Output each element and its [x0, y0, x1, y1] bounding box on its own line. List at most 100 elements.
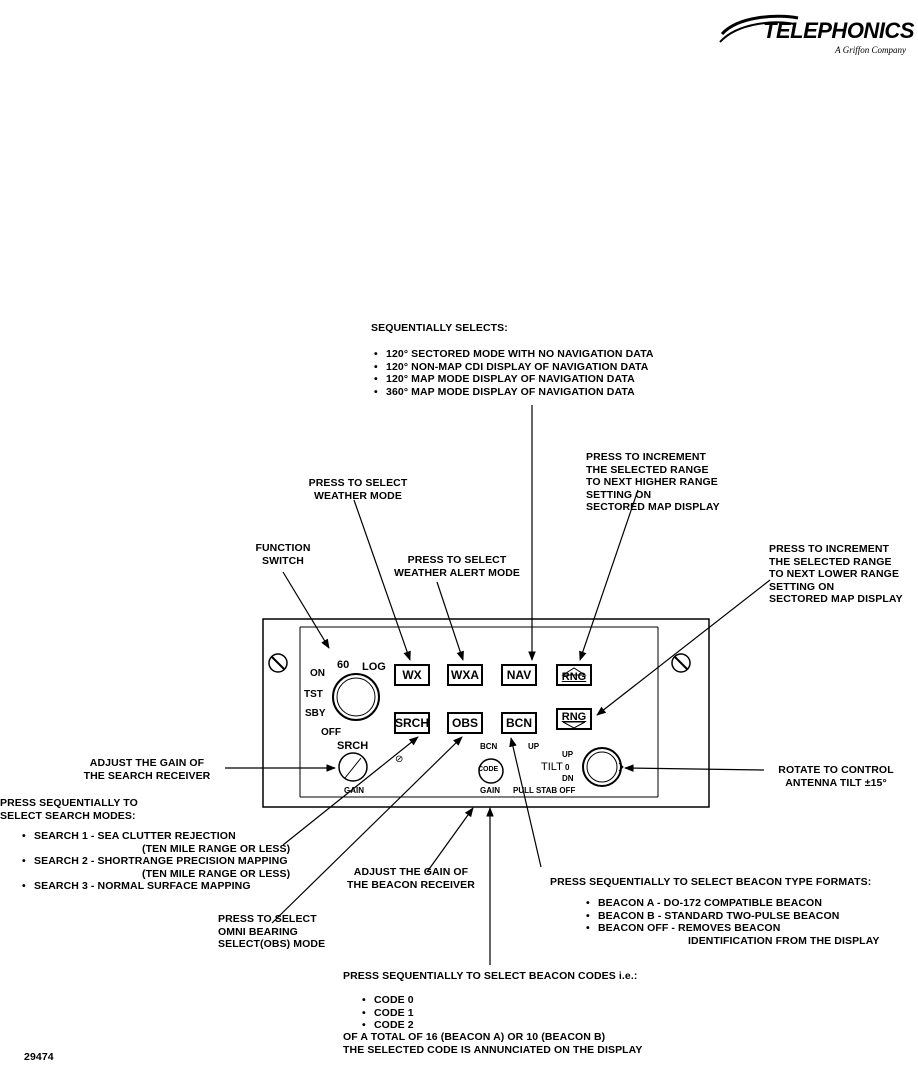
text-line: ADJUST THE GAIN OF	[353, 866, 469, 878]
figure-number: 29474	[24, 1051, 54, 1063]
list-item: CODE 2	[358, 1019, 414, 1032]
text-line: PRESS SEQUENTIALLY TO	[0, 797, 138, 809]
down-triangle-icon	[562, 721, 586, 728]
wxa-button[interactable]: WXA	[447, 664, 483, 686]
list-item: SEARCH 3 - NORMAL SURFACE MAPPING	[18, 880, 290, 893]
logo-name: TELEPHONICS	[763, 18, 914, 43]
list-item: 120° NON-MAP CDI DISPLAY OF NAVIGATION D…	[370, 361, 654, 374]
label-on: ON	[310, 668, 325, 679]
obs-symbol: ⊘	[395, 754, 404, 765]
range-down-button[interactable]: RNG	[556, 708, 592, 730]
beacon-codes-footer: OF A TOTAL OF 16 (BEACON A) OR 10 (BEACO…	[343, 1031, 643, 1056]
left-screw	[268, 653, 288, 673]
leader-rng-up	[579, 489, 639, 661]
text-line: SELECT SEARCH MODES:	[0, 809, 136, 822]
leader-srch	[282, 736, 419, 846]
text-line: SETTING ON	[769, 580, 835, 593]
list-subtext: (TEN MILE RANGE OR LESS)	[142, 842, 291, 855]
beacon-codes-heading: PRESS SEQUENTIALLY TO SELECT BEACON CODE…	[343, 970, 638, 982]
text-line: ROTATE TO CONTROL	[778, 764, 894, 776]
search-modes-heading: PRESS SEQUENTIALLY TO SELECT SEARCH MODE…	[0, 797, 138, 822]
beacon-codes-list: CODE 0 CODE 1 CODE 2	[358, 994, 414, 1032]
beacon-gain-knob[interactable]	[478, 758, 504, 784]
list-item: CODE 1	[358, 1007, 414, 1020]
srch-button[interactable]: SRCH	[394, 712, 430, 734]
text-line: ANTENNA TILT ±15°	[785, 776, 887, 789]
search-modes-list: SEARCH 1 - SEA CLUTTER REJECTION (TEN MI…	[18, 830, 290, 893]
beacon-types-heading: PRESS SEQUENTIALLY TO SELECT BEACON TYPE…	[550, 876, 872, 888]
text-line: THE SELECTED RANGE	[586, 463, 709, 476]
text-line: WEATHER MODE	[314, 489, 402, 502]
label-up: UP	[562, 750, 574, 759]
range-up-label: RNG	[561, 671, 587, 683]
range-up-button[interactable]: RNG	[556, 664, 592, 686]
text-line: PRESS TO SELECT	[218, 913, 317, 925]
list-item: SEARCH 1 - SEA CLUTTER REJECTION	[18, 830, 290, 843]
list-subtext: (TEN MILE RANGE OR LESS)	[142, 867, 291, 880]
label-off: OFF	[321, 727, 341, 738]
label-pull-stab-off: PULL STAB OFF	[513, 786, 576, 795]
beacon-gain-callout: ADJUST THE GAIN OF THE BEACON RECEIVER	[336, 866, 486, 891]
label-tilt: TILT	[541, 761, 563, 773]
text-line: SWITCH	[261, 554, 304, 567]
text-line: OF A TOTAL OF 16 (BEACON A) OR 10 (BEACO…	[343, 1031, 606, 1043]
nav-button[interactable]: NAV	[501, 664, 537, 686]
list-item: BEACON A - DO-172 COMPATIBLE BEACON	[582, 897, 880, 910]
text-line: TO NEXT LOWER RANGE	[769, 568, 900, 580]
label-zero: 0	[565, 763, 570, 772]
text-line: TO NEXT HIGHER RANGE	[586, 476, 718, 488]
list-item: CODE 0	[358, 994, 414, 1007]
text-line: SECTORED MAP DISPLAY	[769, 593, 903, 605]
text-line: WEATHER ALERT MODE	[393, 566, 521, 579]
list-item: BEACON OFF - REMOVES BEACON	[582, 922, 880, 935]
leader-function	[282, 571, 330, 649]
list-item: BEACON B - STANDARD TWO-PULSE BEACON	[582, 910, 880, 923]
label-sby: SBY	[305, 708, 326, 719]
list-item: 360° MAP MODE DISPLAY OF NAVIGATION DATA	[370, 386, 654, 399]
obs-button[interactable]: OBS	[447, 712, 483, 734]
text-line: THE SELECTED CODE IS ANNUNCIATED ON THE …	[343, 1043, 643, 1056]
function-callout: FUNCTION SWITCH	[248, 542, 318, 567]
label-dn: DN	[562, 774, 574, 783]
function-switch-knob[interactable]	[332, 673, 380, 721]
leader-beacon-gain	[426, 807, 474, 873]
sequential-list: 120° SECTORED MODE WITH NO NAVIGATION DA…	[370, 348, 654, 398]
text-line: PRESS TO INCREMENT	[769, 543, 890, 555]
text-line: SETTING ON	[586, 488, 652, 501]
range-down-callout: PRESS TO INCREMENT THE SELECTED RANGE TO…	[769, 543, 903, 606]
leader-wxa	[436, 581, 464, 661]
tilt-knob[interactable]	[582, 747, 624, 787]
search-gain-knob[interactable]	[338, 752, 368, 782]
bcn-button[interactable]: BCN	[501, 712, 537, 734]
text-line: OMNI BEARING	[218, 925, 298, 938]
leader-obs	[271, 736, 463, 924]
search-gain-callout: ADJUST THE GAIN OF THE SEARCH RECEIVER	[70, 757, 224, 782]
label-bcn: BCN	[480, 742, 498, 751]
wxa-callout: PRESS TO SELECT WEATHER ALERT MODE	[384, 554, 530, 579]
telephonics-logo: TELEPHONICS A Griffon Company	[718, 12, 914, 58]
text-line: THE SELECTED RANGE	[769, 555, 892, 568]
label-tst: TST	[304, 689, 323, 700]
text-line: ADJUST THE GAIN OF	[89, 757, 205, 769]
obs-callout: PRESS TO SELECT OMNI BEARING SELECT(OBS)…	[218, 913, 325, 951]
text-line: SECTORED MAP DISPLAY	[586, 501, 720, 513]
wx-button[interactable]: WX	[394, 664, 430, 686]
text-line: SELECT(OBS) MODE	[218, 938, 326, 950]
label-code: CODE	[478, 766, 499, 773]
label-60: 60	[337, 659, 350, 671]
text-line: FUNCTION	[255, 542, 311, 554]
leader-tilt	[624, 764, 765, 772]
label-log: LOG	[362, 661, 386, 673]
list-subtext: IDENTIFICATION FROM THE DISPLAY	[688, 934, 880, 947]
logo-swoosh	[719, 14, 799, 43]
sequential-heading: SEQUENTIALLY SELECTS:	[371, 322, 508, 334]
text-line: THE SEARCH RECEIVER	[83, 769, 211, 782]
text-line: PRESS TO SELECT	[308, 477, 408, 489]
text-line: THE BEACON RECEIVER	[347, 878, 475, 891]
logo-tagline: A Griffon Company	[835, 45, 906, 55]
tilt-callout: ROTATE TO CONTROL ANTENNA TILT ±15°	[766, 764, 906, 789]
text-line: PRESS TO SELECT	[407, 554, 507, 566]
list-item: 120° MAP MODE DISPLAY OF NAVIGATION DATA	[370, 373, 654, 386]
label-gain-mid: GAIN	[480, 786, 500, 795]
text-line: PRESS TO INCREMENT	[586, 451, 707, 463]
